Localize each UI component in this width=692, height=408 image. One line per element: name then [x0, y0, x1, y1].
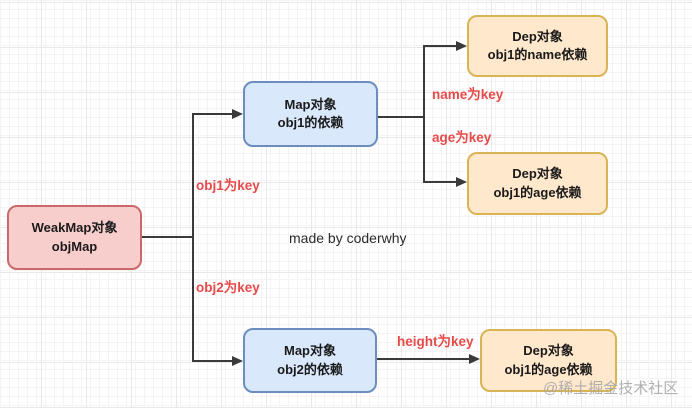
arrow-head-icon	[456, 41, 467, 51]
node-dep-height: Dep对象 obj1的age依赖	[480, 329, 617, 392]
edge-map-obj2-to-dep	[377, 358, 469, 360]
node-label: Map对象	[283, 343, 336, 359]
edge-branch2-vertical	[423, 45, 425, 183]
edge-branch-to-map-obj1	[193, 113, 233, 115]
node-label: obj1的依赖	[277, 115, 344, 130]
arrow-head-icon	[232, 356, 243, 366]
node-label: Dep对象	[512, 28, 563, 44]
edge-branch-vertical	[192, 113, 194, 362]
arrow-head-icon	[232, 109, 243, 119]
arrow-head-icon	[456, 177, 467, 187]
edge-branch-to-map-obj2	[193, 360, 233, 362]
node-map-obj1: Map对象 obj1的依赖	[243, 81, 378, 147]
node-label: objMap	[51, 238, 98, 254]
node-label: WeakMap对象	[31, 220, 118, 236]
node-label: Map对象	[284, 96, 337, 112]
node-map-obj2: Map对象 obj2的依赖	[243, 328, 377, 393]
edge-weakmap-to-branch	[142, 236, 194, 238]
node-label: obj1的name依赖	[487, 47, 588, 62]
edge-label-name-key: name为key	[432, 87, 504, 102]
node-label: obj2的依赖	[277, 361, 343, 377]
node-label: Dep对象	[523, 343, 574, 359]
node-label: obj1的age依赖	[504, 361, 593, 377]
node-dep-name: Dep对象 obj1的name依赖	[467, 15, 608, 77]
edge-map-obj1-out	[378, 116, 425, 118]
edge-label-obj2-key: obj2为key	[196, 280, 260, 295]
node-label: Dep对象	[512, 166, 563, 182]
node-dep-age: Dep对象 obj1的age依赖	[467, 152, 608, 215]
edge-label-age-key: age为key	[432, 130, 492, 145]
edge-label-obj1-key: obj1为key	[196, 178, 260, 193]
caption-made-by: made by coderwhy	[289, 230, 407, 246]
edge-label-height-key: height为key	[397, 334, 474, 349]
node-weakmap-objmap: WeakMap对象 objMap	[7, 205, 142, 270]
watermark-juejin: @稀土掘金技术社区	[543, 380, 679, 397]
edge-branch2-to-dep-age	[424, 181, 456, 183]
edge-branch2-to-dep-name	[424, 45, 456, 47]
arrow-head-icon	[469, 354, 480, 364]
node-label: obj1的age依赖	[493, 184, 582, 200]
